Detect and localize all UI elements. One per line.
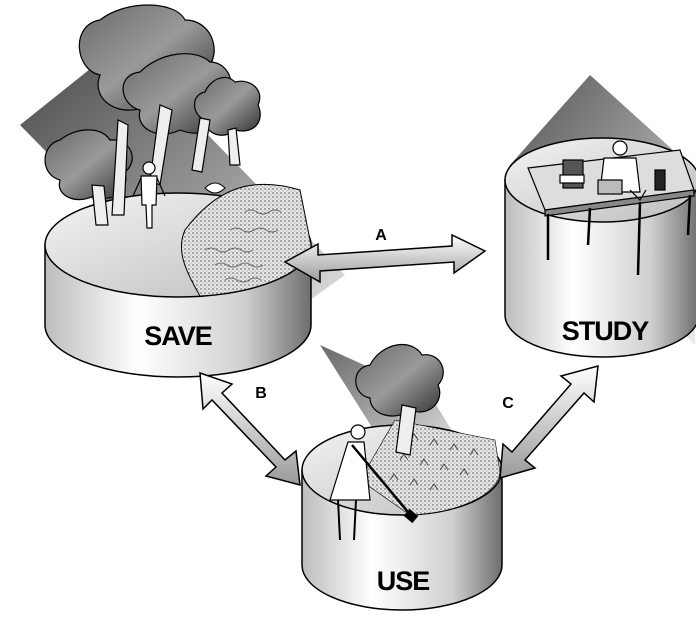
study-cylinder: STUDY — [504, 137, 696, 358]
use-label: USE — [377, 566, 430, 596]
connector-c: C — [499, 364, 599, 480]
study-label: STUDY — [562, 316, 649, 346]
use-cylinder: USE — [301, 344, 503, 611]
connector-b: B — [199, 371, 301, 487]
tree-icon — [355, 344, 444, 456]
arrow-b-icon — [199, 371, 301, 487]
farmer-icon — [329, 424, 419, 541]
connector-a-label: A — [375, 227, 387, 244]
person-icon — [132, 161, 166, 229]
connector-a: A — [283, 227, 487, 284]
arrow-a-icon — [283, 233, 487, 284]
connector-b-label: B — [255, 385, 267, 402]
scientist-icon — [597, 140, 647, 201]
arrow-c-icon — [499, 364, 599, 480]
forest-icon — [44, 4, 261, 226]
save-cylinder: SAVE — [44, 4, 312, 378]
save-label: SAVE — [144, 321, 212, 351]
connector-c-label: C — [502, 395, 514, 412]
fish-icon — [204, 182, 226, 194]
